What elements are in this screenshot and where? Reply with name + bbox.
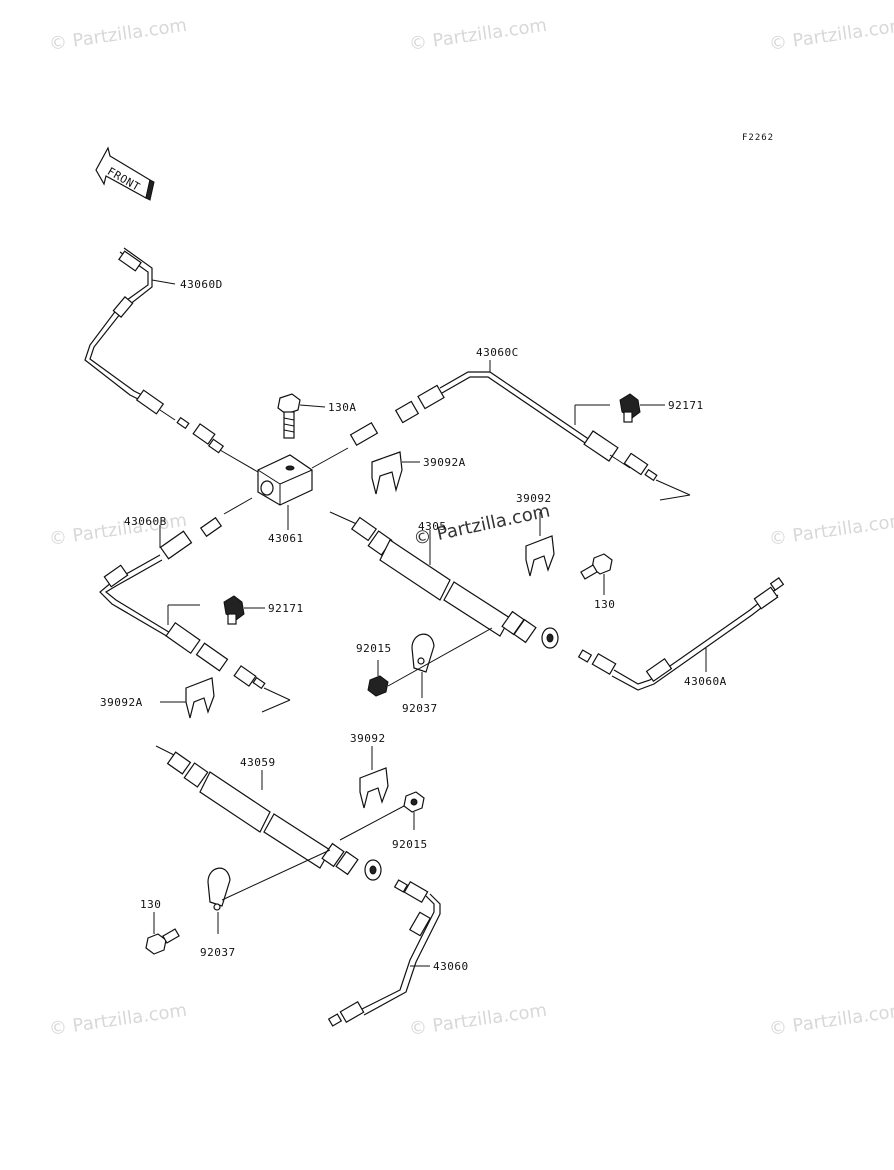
- part-label-43060: 43060: [433, 960, 469, 973]
- part-label-43060b: 43060B: [124, 515, 167, 528]
- clip-39092a-top-icon: [371, 451, 403, 495]
- part-label-39092a-top: 39092A: [423, 456, 466, 469]
- clip-39092-mid-icon: [525, 535, 555, 577]
- part-label-130a: 130A: [328, 401, 357, 414]
- part-label-92171-top: 92171: [668, 399, 704, 412]
- watermark: © Partzilla.com: [768, 510, 894, 550]
- brake-line-43060b: [99, 497, 291, 713]
- watermark: © Partzilla.com: [768, 1000, 894, 1040]
- watermarks: © Partzilla.com © Partzilla.com © Partzi…: [48, 15, 894, 1040]
- part-label-92037-low: 92037: [200, 946, 236, 959]
- union-fitting-left: [176, 416, 259, 473]
- figure-code: F2262: [742, 133, 774, 143]
- clip-39092-low-icon: [359, 767, 389, 809]
- part-label-130-low: 130: [140, 898, 161, 911]
- brake-line-43060: [327, 879, 441, 1027]
- brake-line-43060a: [577, 577, 785, 691]
- part-label-92015-low: 92015: [392, 838, 428, 851]
- part-label-43059: 43059: [240, 756, 276, 769]
- watermark: © Partzilla.com: [408, 1000, 548, 1040]
- part-label-43061: 43061: [268, 532, 304, 545]
- clip-92171-left-icon: [223, 595, 245, 625]
- part-label-43060a: 43060A: [684, 675, 727, 688]
- watermark: © Partzilla.com: [408, 15, 548, 55]
- brake-hose-43059-upper: [329, 511, 559, 649]
- brake-line-43060c: [311, 371, 691, 501]
- joint-43061-icon: [257, 454, 313, 506]
- part-label-43060c: 43060C: [476, 346, 519, 359]
- nut-92015-low-icon: [403, 791, 425, 813]
- bolt-130-low-icon: [145, 928, 180, 955]
- clamp-92037-mid-icon: [411, 633, 435, 673]
- part-label-39092-low: 39092: [350, 732, 386, 745]
- part-label-39092a-left: 39092A: [100, 696, 143, 709]
- watermark: © Partzilla.com: [48, 1000, 188, 1040]
- brake-line-43060d: [84, 247, 176, 421]
- clip-92171-top-icon: [619, 393, 641, 423]
- part-label-92015-mid: 92015: [356, 642, 392, 655]
- bolt-130a-icon: [277, 393, 301, 439]
- part-label-130-right: 130: [594, 598, 615, 611]
- watermark: © Partzilla.com: [768, 15, 894, 55]
- clamp-92037-low-icon: [207, 867, 231, 911]
- part-label-92037-mid: 92037: [402, 702, 438, 715]
- brake-hose-43059-lower: [155, 745, 382, 881]
- nut-92015-mid-icon: [367, 675, 389, 697]
- clip-39092a-left-icon: [185, 677, 215, 719]
- part-label-92171-left: 92171: [268, 602, 304, 615]
- part-label-43059-partial: 4305: [418, 520, 447, 533]
- watermark: © Partzilla.com: [48, 15, 188, 55]
- bolt-130-right-icon: [580, 553, 613, 580]
- part-label-39092-mid: 39092: [516, 492, 552, 505]
- front-arrow-icon: FRONT: [95, 146, 155, 201]
- part-label-43060d: 43060D: [180, 278, 223, 291]
